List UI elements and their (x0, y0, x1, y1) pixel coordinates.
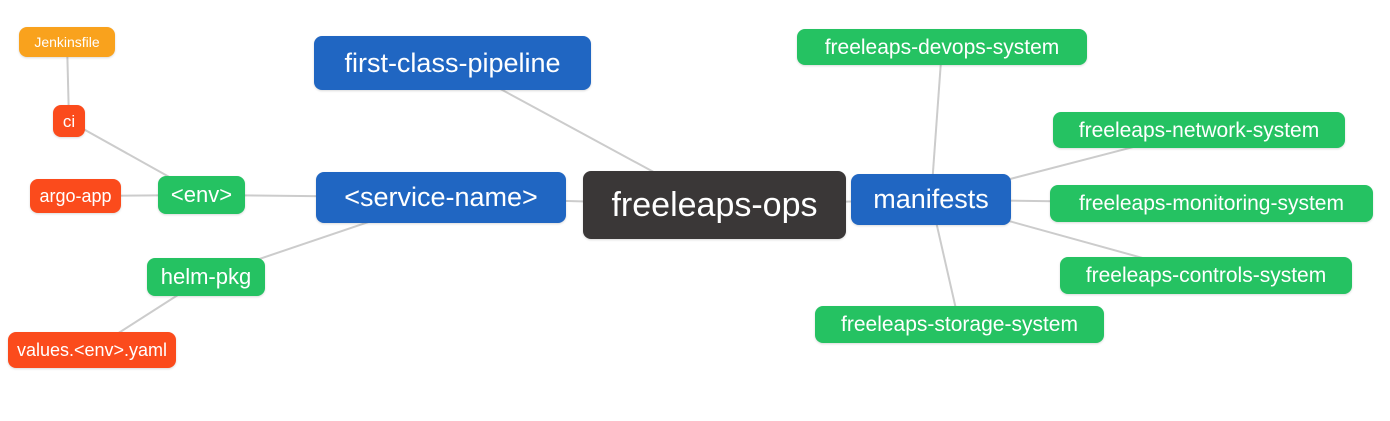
node-devops-system[interactable]: freeleaps-devops-system (797, 29, 1087, 65)
node-label: freeleaps-controls-system (1085, 264, 1327, 287)
node-label: Jenkinsfile (34, 34, 100, 50)
node-label: <service-name> (344, 182, 538, 212)
node-network-system[interactable]: freeleaps-network-system (1053, 112, 1345, 148)
node-argo-app[interactable]: argo-app (30, 179, 121, 213)
node-jenkinsfile[interactable]: Jenkinsfile (19, 27, 115, 57)
node-controls-system[interactable]: freeleaps-controls-system (1060, 257, 1352, 294)
node-root[interactable]: freeleaps-ops (583, 171, 846, 239)
node-label: freeleaps-storage-system (841, 313, 1078, 336)
node-manifests[interactable]: manifests (851, 174, 1011, 225)
node-label: manifests (873, 184, 989, 214)
node-label: freeleaps-network-system (1078, 118, 1320, 142)
node-label: argo-app (39, 186, 112, 206)
node-env[interactable]: <env> (158, 176, 245, 214)
node-label: freeleaps-devops-system (824, 35, 1060, 59)
node-storage-system[interactable]: freeleaps-storage-system (815, 306, 1104, 343)
node-label: values.<env>.yaml (16, 340, 168, 360)
node-label: <env> (170, 182, 233, 207)
node-helm-pkg[interactable]: helm-pkg (147, 258, 265, 296)
node-label: ci (62, 111, 76, 131)
node-first-class-pipeline[interactable]: first-class-pipeline (314, 36, 591, 90)
node-service-name[interactable]: <service-name> (316, 172, 566, 223)
node-monitoring-system[interactable]: freeleaps-monitoring-system (1050, 185, 1373, 222)
node-ci[interactable]: ci (53, 105, 85, 137)
node-label: freeleaps-monitoring-system (1079, 192, 1344, 215)
node-label: first-class-pipeline (344, 47, 561, 78)
node-values-env-yaml[interactable]: values.<env>.yaml (8, 332, 176, 368)
node-label: freeleaps-ops (611, 186, 818, 224)
node-label: helm-pkg (160, 264, 252, 289)
